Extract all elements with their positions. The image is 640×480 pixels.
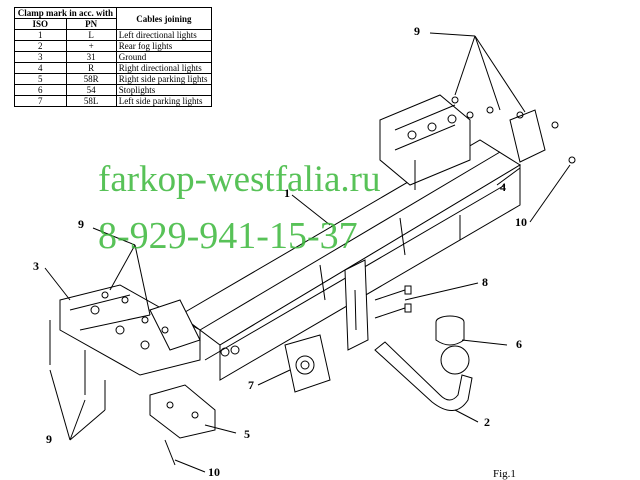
callout-9-left: 9 [78,217,84,231]
iso-cell: 3 [14,51,67,63]
watermark-phone: 8-929-941-15-37 [98,215,358,257]
iso-cell: 7 [14,95,67,107]
lower-bracket [149,384,216,439]
callout-9-top: 9 [414,24,420,38]
callout-10-bottom: 10 [208,465,220,479]
table-row: 2 + Rear fog lights [14,40,213,52]
table-row: 4 R Right directional lights [14,62,213,74]
cable-cell: Left side parking lights [115,95,213,107]
fasteners-left [49,291,240,466]
callout-3: 3 [33,259,39,273]
cable-cell: Stoplights [115,84,213,96]
ball-hook [374,341,473,411]
pn-cell: L [65,29,117,41]
cable-cell: Right side parking lights [115,73,213,85]
header-cables: Cables joining [115,7,213,30]
figure-caption: Fig.1 [493,468,516,480]
callout-1: 1 [284,186,290,200]
clamp-table: Clamp mark in acc. with Cables joining I… [14,7,213,107]
callout-7: 7 [248,378,254,392]
table-row: 7 58L Left side parking lights [14,95,213,107]
cable-cell: Rear fog lights [115,40,213,52]
iso-cell: 6 [14,84,67,96]
table-row: 6 54 Stoplights [14,84,213,96]
iso-cell: 1 [14,29,67,41]
pn-cell: 54 [65,84,117,96]
callout-4: 4 [500,180,506,194]
callout-2: 2 [484,415,490,429]
table-row: 5 58R Right side parking lights [14,73,213,85]
center-plate [344,259,369,351]
callout-9-bottom: 9 [46,432,52,446]
bolts-8 [374,285,412,319]
callout-6: 6 [516,337,522,351]
socket-plate [284,334,331,393]
ball-cover [435,315,465,346]
header-clamp: Clamp mark in acc. with [14,7,117,19]
iso-cell: 4 [14,62,67,74]
callout-8: 8 [482,275,488,289]
cable-cell: Right directional lights [115,62,213,74]
cable-cell: Ground [115,51,213,63]
header-iso: ISO [14,18,67,30]
leader-lines [44,32,571,473]
iso-cell: 2 [14,40,67,52]
iso-cell: 5 [14,73,67,85]
right-bracket [379,94,546,186]
callout-10-right: 10 [515,215,527,229]
callout-5: 5 [244,427,250,441]
pn-cell: 58R [65,73,117,85]
left-bracket [59,284,201,376]
watermark-site: farkop-westfalia.ru [98,159,381,200]
fasteners-top [414,96,576,240]
pn-cell: 58L [65,95,117,107]
cable-cell: Left directional lights [115,29,213,41]
table-row: 3 31 Ground [14,51,213,63]
table-row: 1 L Left directional lights [14,29,213,41]
pn-cell: R [65,62,117,74]
pn-cell: 31 [65,51,117,63]
pn-cell: + [65,40,117,52]
header-pn: PN [65,18,117,30]
